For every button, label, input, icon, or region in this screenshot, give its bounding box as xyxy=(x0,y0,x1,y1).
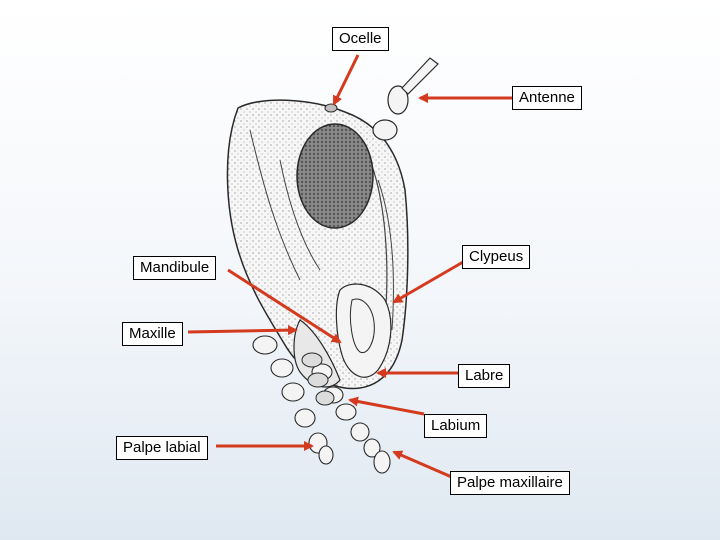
labial-palp xyxy=(252,335,334,465)
ocellus xyxy=(324,103,338,113)
compound-eye xyxy=(296,123,374,229)
arrow-ocelle xyxy=(332,54,360,106)
label-clypeus: Clypeus xyxy=(462,245,531,269)
label-palpe-labial: Palpe labial xyxy=(116,436,208,460)
pointer-arrows xyxy=(187,54,512,480)
label-labium: Labium xyxy=(424,414,488,438)
label-antenne: Antenne xyxy=(512,86,582,110)
antenna xyxy=(372,57,439,141)
arrow-mandibule xyxy=(227,268,342,344)
label-ocelle: Ocelle xyxy=(332,27,389,51)
arrow-clypeus xyxy=(392,256,471,304)
label-mandibule: Mandibule xyxy=(133,256,217,280)
labium-segments xyxy=(301,352,335,406)
label-palpe-maxillaire: Palpe maxillaire xyxy=(450,471,570,495)
label-labre: Labre xyxy=(458,364,511,388)
maxillary-palp xyxy=(311,363,391,474)
arrow-labium xyxy=(348,396,425,416)
arrow-palpe-maxillaire xyxy=(392,450,455,480)
label-maxille: Maxille xyxy=(122,322,183,346)
arrow-maxille xyxy=(187,325,298,336)
